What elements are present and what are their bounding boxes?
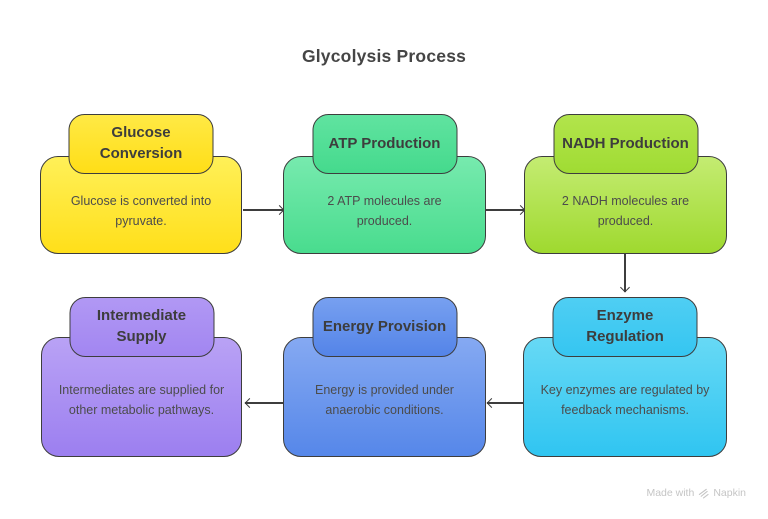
node-title: Enzyme Regulation [586, 307, 664, 345]
arrow-atp-to-nadh [485, 202, 526, 218]
node-title: Energy Provision [322, 317, 447, 335]
node-atp-production: ATP Production 2 ATP molecules are produ… [283, 114, 486, 254]
node-title-badge: Enzyme Regulation [552, 297, 698, 357]
made-with-label: Made with [646, 487, 695, 499]
arrow-glucose-to-atp [243, 202, 285, 218]
arrow-enzyme-to-energy [486, 395, 524, 411]
node-body: Energy is provided under anaerobic condi… [283, 337, 486, 457]
node-title-badge: Energy Provision [312, 297, 457, 357]
node-description: Glucose is converted into pyruvate. [70, 194, 212, 228]
node-body: Intermediates are supplied for other met… [41, 337, 242, 457]
node-description: 2 ATP molecules are produced. [327, 194, 442, 228]
node-title-badge: ATP Production [312, 114, 457, 174]
node-nadh-production: NADH Production 2 NADH molecules are pro… [524, 114, 727, 254]
node-description: 2 NADH molecules are produced. [561, 194, 690, 228]
node-title-badge: NADH Production [553, 114, 698, 174]
node-title-badge: Intermediate Supply [69, 297, 214, 357]
arrow-nadh-to-enzyme [617, 253, 633, 293]
node-energy-provision: Energy Provision Energy is provided unde… [283, 297, 486, 457]
diagram-title: Glycolysis Process [301, 46, 467, 66]
node-description: Intermediates are supplied for other met… [58, 383, 225, 417]
node-title-badge: Glucose Conversion [68, 114, 214, 174]
node-enzyme-regulation: Enzyme Regulation Key enzymes are regula… [523, 297, 727, 457]
node-title: NADH Production [562, 134, 689, 152]
napkin-logo-icon [698, 488, 709, 499]
node-intermediate-supply: Intermediate Supply Intermediates are su… [41, 297, 242, 457]
node-title: ATP Production [328, 134, 441, 152]
node-glucose-conversion: Glucose Conversion Glucose is converted … [40, 114, 242, 254]
node-title: Glucose Conversion [99, 124, 183, 162]
made-with-napkin-badge[interactable]: Made with Napkin [646, 487, 746, 499]
brand-label: Napkin [713, 487, 746, 499]
node-body: Key enzymes are regulated by feedback me… [523, 337, 727, 457]
node-description: Energy is provided under anaerobic condi… [315, 383, 454, 417]
arrow-energy-to-intermediate [244, 395, 284, 411]
node-title: Intermediate Supply [96, 307, 187, 345]
node-description: Key enzymes are regulated by feedback me… [540, 383, 710, 417]
